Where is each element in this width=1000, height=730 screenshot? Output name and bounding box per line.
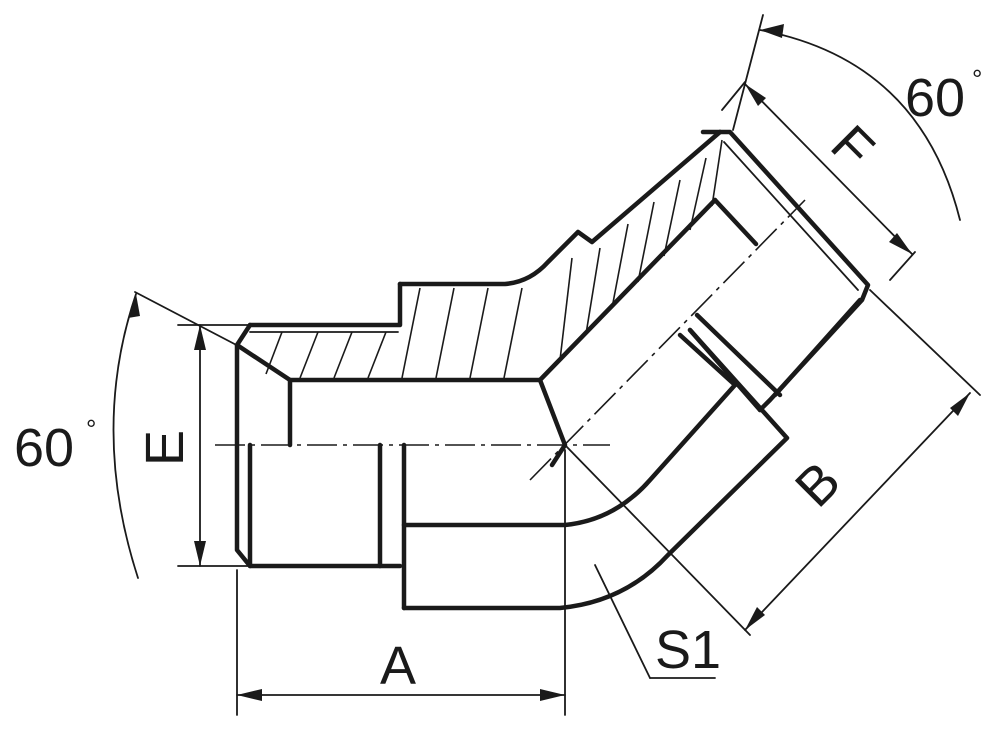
left-thread-end xyxy=(234,281,543,611)
elbow-body xyxy=(397,129,790,611)
right-thread-hatching xyxy=(559,139,723,361)
s1-label: S1 xyxy=(655,620,721,680)
left-thread-hatching xyxy=(265,287,523,379)
angle-right-degree: ° xyxy=(972,64,982,94)
right-thread-end xyxy=(687,129,871,413)
dimension-b xyxy=(564,289,981,636)
dimension-a xyxy=(236,449,566,716)
angle-left-value: 60 xyxy=(14,418,74,478)
dimension-f xyxy=(721,81,916,281)
center-lines xyxy=(215,199,806,481)
dimension-b-label: B xyxy=(784,451,852,519)
leader-s1 xyxy=(594,564,716,679)
angle-left xyxy=(112,291,247,579)
angle-left-degree: ° xyxy=(86,414,96,444)
angle-right xyxy=(732,14,961,221)
angle-right-value: 60 xyxy=(905,68,965,128)
dimension-e xyxy=(177,324,251,567)
dimension-e-label: E xyxy=(135,430,195,466)
dimension-a-label: A xyxy=(380,636,416,696)
